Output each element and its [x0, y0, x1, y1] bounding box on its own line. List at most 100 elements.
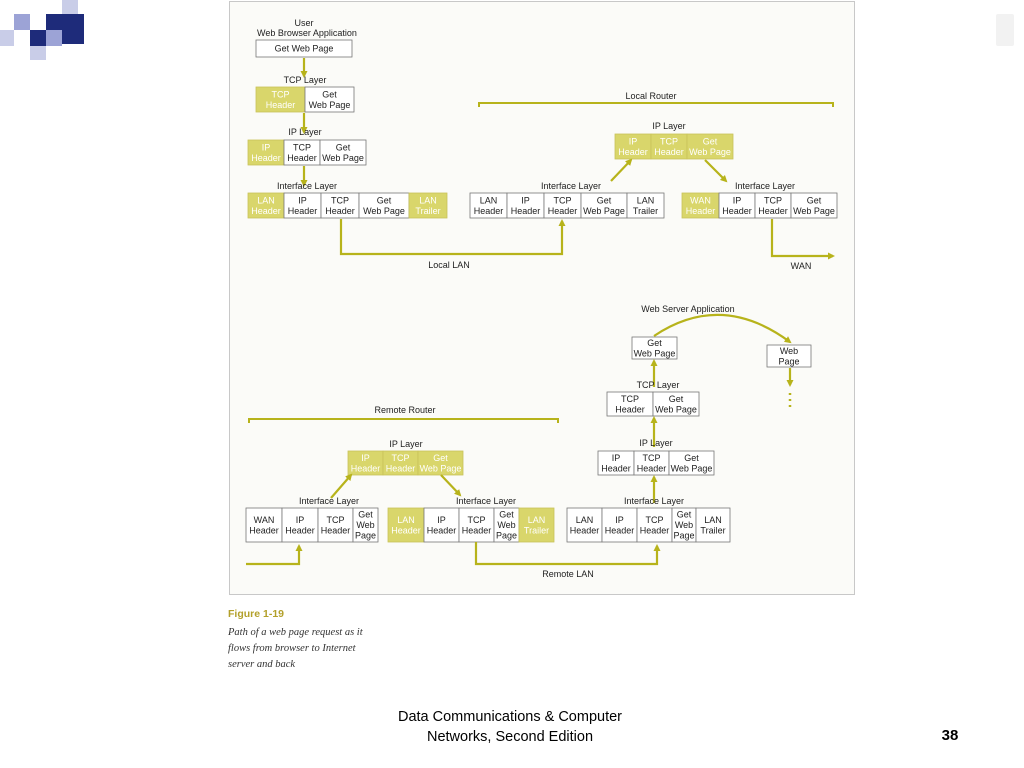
remote-lan-frame-text: LAN	[528, 515, 546, 525]
server-ip-packet-text: TCP	[643, 453, 661, 463]
server-lan-frame-text: Web	[675, 520, 693, 530]
remote-out-interface-label: Interface Layer	[456, 496, 516, 506]
router-lan-frame-text: LAN	[637, 195, 655, 205]
lan-frame-text: LAN	[257, 195, 275, 205]
router-wan-frame-text: IP	[733, 195, 742, 205]
tcp-segment-text: Header	[266, 100, 296, 110]
server-tcp-segment	[606, 391, 654, 417]
router-wan-frame-text: TCP	[764, 195, 782, 205]
web-browser-app-label: Web Browser Application	[257, 28, 357, 38]
remote-lan-label: Remote LAN	[542, 569, 594, 579]
remote-lan-frame-text: Trailer	[524, 525, 549, 535]
remote-lan-path	[474, 542, 661, 566]
router-lan-frame-text: Header	[511, 206, 541, 216]
arrow-wan-to-remote-ip	[330, 473, 353, 499]
remote-ip-packet-text: Header	[351, 463, 381, 473]
server-lan-frame	[695, 507, 731, 543]
server-get-web-page-box-text: Web Page	[634, 348, 676, 358]
remote-wan-frame	[352, 507, 379, 543]
logo-square	[62, 0, 78, 14]
remote-lan-frame-text: IP	[437, 515, 446, 525]
logo-square	[46, 14, 62, 30]
remote-lan-frame-text: Header	[462, 525, 492, 535]
lan-frame-text: IP	[298, 195, 307, 205]
server-lan-frame-text: Trailer	[700, 525, 725, 535]
remote-lan-frame	[518, 507, 555, 543]
footer-book-title: Data Communications & Computer Networks,…	[345, 707, 675, 747]
corner-mark	[996, 14, 1014, 46]
server-lan-frame-text: IP	[615, 515, 624, 525]
server-tcp-segment-text: Web Page	[655, 404, 697, 414]
tcp-segment	[255, 86, 306, 113]
router-lan-frame-text: Header	[474, 206, 504, 216]
ip-packet	[319, 139, 367, 166]
server-lan-frame	[566, 507, 603, 543]
router-wan-frame-text: Header	[722, 206, 752, 216]
remote-wan-frame-text: Header	[285, 525, 315, 535]
router-lan-frame-text: TCP	[554, 195, 572, 205]
router-ip-packet-text: Header	[654, 147, 684, 157]
tcp-layer-label: TCP Layer	[284, 75, 327, 85]
remote-lan-frame	[493, 507, 520, 543]
lan-frame-text: Header	[251, 206, 281, 216]
router-ip-packet-text: Get	[703, 136, 718, 146]
ip-layer-label: IP Layer	[288, 127, 321, 137]
router-lan-frame-text: LAN	[480, 195, 498, 205]
router-ip-packet	[686, 133, 734, 160]
server-lan-frame-text: Page	[673, 531, 694, 541]
local-router-bracket	[478, 102, 834, 107]
server-ip-packet-text: Header	[601, 463, 631, 473]
remote-wan-frame	[281, 507, 319, 543]
server-web-page-box-text: Web	[780, 346, 798, 356]
lan-frame	[358, 192, 410, 219]
server-tcp-segment-text: TCP	[621, 394, 639, 404]
local-router-label: Local Router	[625, 91, 676, 101]
logo-square	[14, 14, 30, 30]
remote-lan-frame	[387, 507, 425, 543]
remote-lan-frame-text: Header	[391, 525, 421, 535]
logo-square	[30, 46, 46, 60]
lan-frame-text: Header	[288, 206, 318, 216]
server-ip-packet-text: IP	[612, 453, 621, 463]
router-wan-frame	[790, 192, 838, 219]
server-ip-packet	[668, 450, 715, 476]
server-lan-frame-text: Header	[570, 525, 600, 535]
server-ip-packet-text: Web Page	[671, 463, 713, 473]
web-server-app-label: Web Server Application	[641, 304, 734, 314]
logo-square	[62, 14, 84, 44]
page-number: 38	[941, 727, 959, 744]
remote-wan-frame-text: Page	[355, 531, 376, 541]
server-web-page-box-text: Page	[778, 356, 799, 366]
server-ip-packet-text: Header	[637, 463, 667, 473]
server-tcp-segment	[652, 391, 700, 417]
remote-ip-packet-text: TCP	[392, 453, 410, 463]
logo-square	[0, 30, 14, 46]
local-lan-path	[339, 219, 566, 256]
get-web-page-box	[255, 39, 353, 58]
remote-ip-packet-text: Header	[386, 463, 416, 473]
ip-packet-text: Web Page	[322, 153, 364, 163]
router-lan-frame-text: Web Page	[583, 206, 625, 216]
figure-caption-title: Figure 1-19	[228, 608, 285, 620]
remote-lan-frame-text: Header	[427, 525, 457, 535]
router-lan-frame	[580, 192, 628, 219]
router-ip-packet-text: Header	[618, 147, 648, 157]
remote-wan-frame-text: TCP	[327, 515, 345, 525]
interface-layer-label: Interface Layer	[277, 181, 337, 191]
server-lan-frame	[671, 507, 697, 543]
server-lan-frame-text: LAN	[576, 515, 594, 525]
remote-wan-frame-text: IP	[296, 515, 305, 525]
router-lan-frame-text: Trailer	[633, 206, 658, 216]
remote-wan-frame-text: Get	[358, 510, 373, 520]
user-label: User	[294, 18, 313, 28]
lan-frame	[320, 192, 360, 219]
remote-router-label: Remote Router	[374, 405, 435, 415]
server-ip-packet	[597, 450, 635, 476]
router-lan-frame-text: Header	[548, 206, 578, 216]
get-web-page-box-text: Get Web Page	[275, 44, 334, 54]
server-ip-packet-text: Get	[684, 453, 699, 463]
router-wan-frame-text: Web Page	[793, 206, 835, 216]
router-ip-packet-text: Web Page	[689, 147, 731, 157]
remote-ip-packet-text: IP	[361, 453, 370, 463]
lan-frame-text: Header	[325, 206, 355, 216]
